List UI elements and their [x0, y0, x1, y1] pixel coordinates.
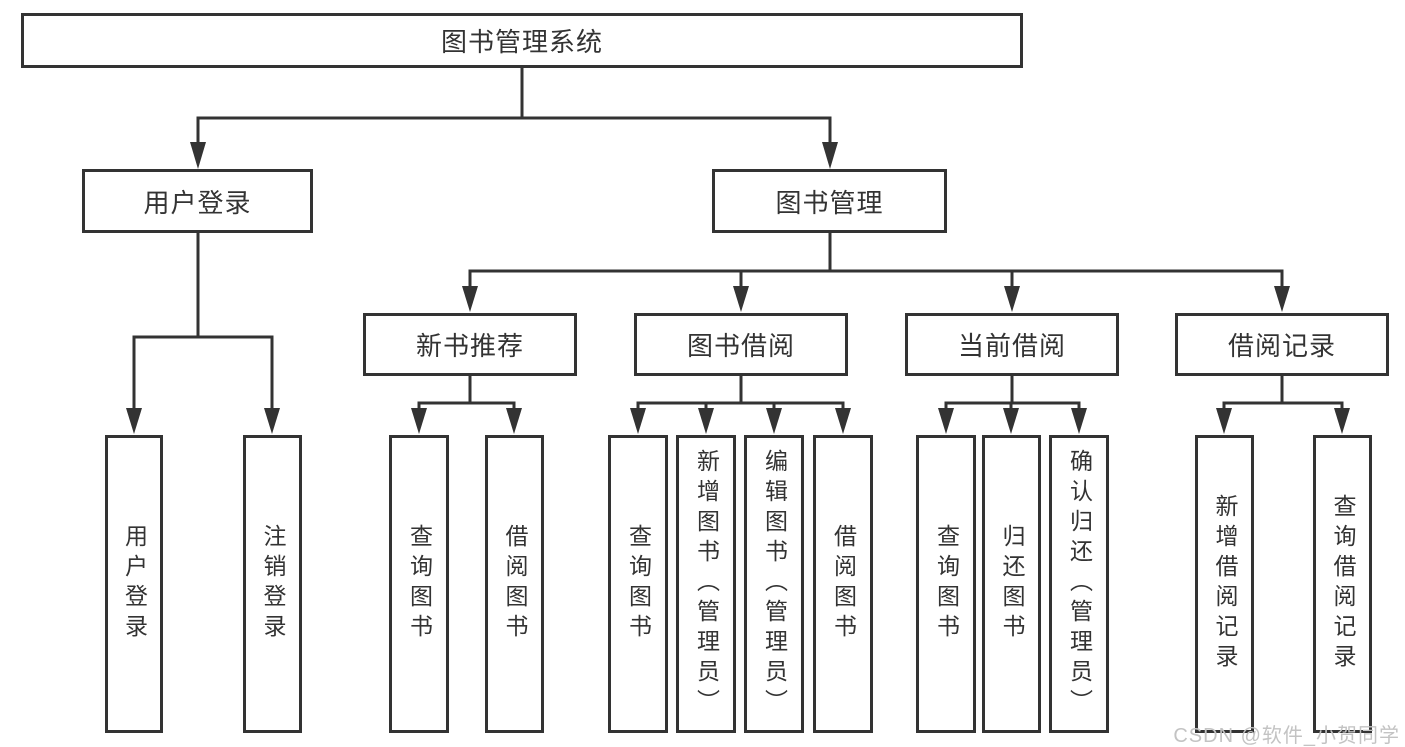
- arrow-down-icon: [630, 408, 646, 434]
- node-cb-confirm-return-label: 确认归还（管理员）: [1066, 449, 1093, 719]
- node-bb-query-books-label: 查询图书: [625, 524, 652, 644]
- arrow-down-icon: [822, 142, 838, 169]
- node-br-query-record-label: 查询借阅记录: [1330, 494, 1356, 674]
- node-new-book-recommend-label: 新书推荐: [415, 331, 524, 361]
- node-cb-return-books: 归还图书: [982, 435, 1041, 733]
- node-new-book-recommend: 新书推荐: [363, 313, 577, 376]
- arrow-down-icon: [698, 408, 714, 434]
- node-bb-query-books: 查询图书: [608, 435, 668, 733]
- node-bb-edit-books-label: 编辑图书（管理员）: [761, 449, 788, 719]
- node-cb-confirm-return: 确认归还（管理员）: [1049, 435, 1109, 733]
- node-nbr-borrow-books: 借阅图书: [485, 435, 544, 733]
- arrow-down-icon: [1216, 408, 1232, 434]
- node-root: 图书管理系统: [21, 13, 1023, 68]
- arrow-down-icon: [264, 408, 280, 434]
- node-book-borrowing-label: 图书借阅: [686, 331, 795, 361]
- arrow-down-icon: [766, 408, 782, 434]
- node-book-borrowing: 图书借阅: [634, 313, 848, 376]
- node-borrowing-records-label: 借阅记录: [1227, 331, 1336, 361]
- node-nbr-query-books: 查询图书: [389, 435, 449, 733]
- node-cb-query-books-label: 查询图书: [933, 524, 960, 644]
- node-root-label: 图书管理系统: [440, 27, 603, 57]
- arrow-down-icon: [506, 408, 522, 434]
- arrow-down-icon: [938, 408, 954, 434]
- arrow-down-icon: [462, 286, 478, 312]
- node-bb-borrow-books-label: 借阅图书: [830, 524, 857, 644]
- node-current-borrowing: 当前借阅: [905, 313, 1119, 376]
- node-nbr-query-books-label: 查询图书: [406, 524, 433, 644]
- node-book-management: 图书管理: [712, 169, 947, 233]
- node-br-add-record: 新增借阅记录: [1195, 435, 1254, 733]
- arrow-down-icon: [733, 286, 749, 312]
- arrow-down-icon: [1274, 286, 1290, 312]
- node-current-borrowing-label: 当前借阅: [957, 331, 1066, 361]
- arrow-down-icon: [1003, 408, 1019, 434]
- arrow-down-icon: [126, 408, 142, 434]
- node-bb-borrow-books: 借阅图书: [813, 435, 873, 733]
- node-book-management-label: 图书管理: [775, 187, 884, 218]
- node-logout-login: 注销登录: [243, 435, 302, 733]
- arrow-down-icon: [190, 142, 206, 169]
- node-cb-query-books: 查询图书: [916, 435, 976, 733]
- arrow-down-icon: [1071, 408, 1087, 434]
- node-cb-return-books-label: 归还图书: [999, 524, 1025, 644]
- node-user-login: 用户登录: [105, 435, 163, 733]
- arrow-down-icon: [835, 408, 851, 434]
- node-br-query-record: 查询借阅记录: [1313, 435, 1372, 733]
- node-bb-add-books: 新增图书（管理员）: [676, 435, 736, 733]
- node-bb-add-books-label: 新增图书（管理员）: [693, 449, 720, 719]
- arrowheads: [126, 142, 1350, 434]
- arrow-down-icon: [1334, 408, 1350, 434]
- arrow-down-icon: [411, 408, 427, 434]
- node-user-login-branch-label: 用户登录: [143, 187, 252, 218]
- node-logout-login-label: 注销登录: [260, 524, 286, 644]
- node-bb-edit-books: 编辑图书（管理员）: [744, 435, 804, 733]
- arrow-down-icon: [1004, 286, 1020, 312]
- node-user-login-branch: 用户登录: [82, 169, 313, 233]
- node-br-add-record-label: 新增借阅记录: [1212, 494, 1238, 674]
- node-user-login-label: 用户登录: [121, 524, 148, 644]
- node-borrowing-records: 借阅记录: [1175, 313, 1389, 376]
- csdn-watermark: CSDN @软件_小贺同学: [1173, 725, 1400, 747]
- node-nbr-borrow-books-label: 借阅图书: [502, 524, 528, 644]
